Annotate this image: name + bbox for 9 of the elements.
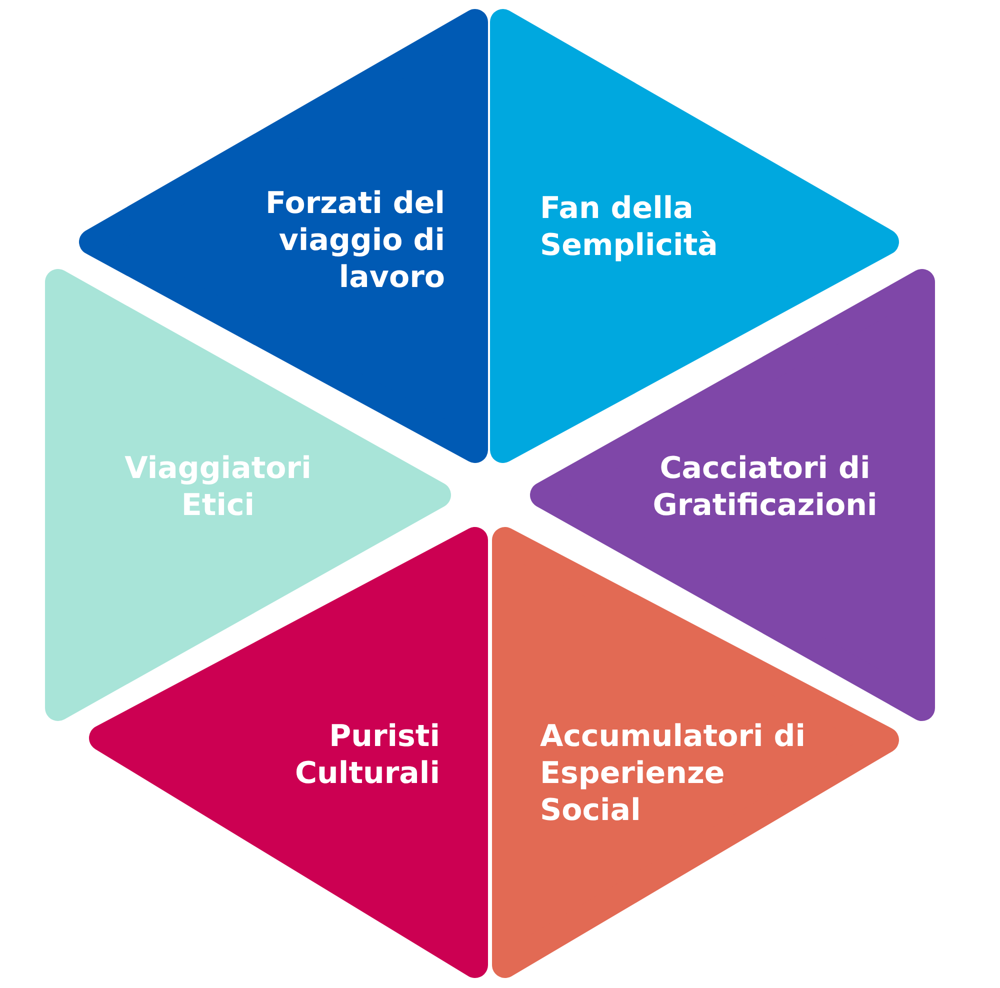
triangle-segment — [88, 526, 489, 979]
segment-label: Viaggiatori Etici — [124, 450, 312, 524]
segment-label: Forzati del viaggio di lavoro — [264, 185, 445, 296]
triangle-segment — [529, 268, 936, 722]
segment-label: Fan della Semplicità — [540, 190, 719, 264]
segment-label: Cacciatori di Gratificazioni — [652, 450, 878, 524]
segment-label: Puristi Culturali — [294, 718, 440, 792]
segment-label: Accumulatori di Esperienze Social — [540, 718, 807, 829]
triangle-segment — [491, 526, 900, 979]
